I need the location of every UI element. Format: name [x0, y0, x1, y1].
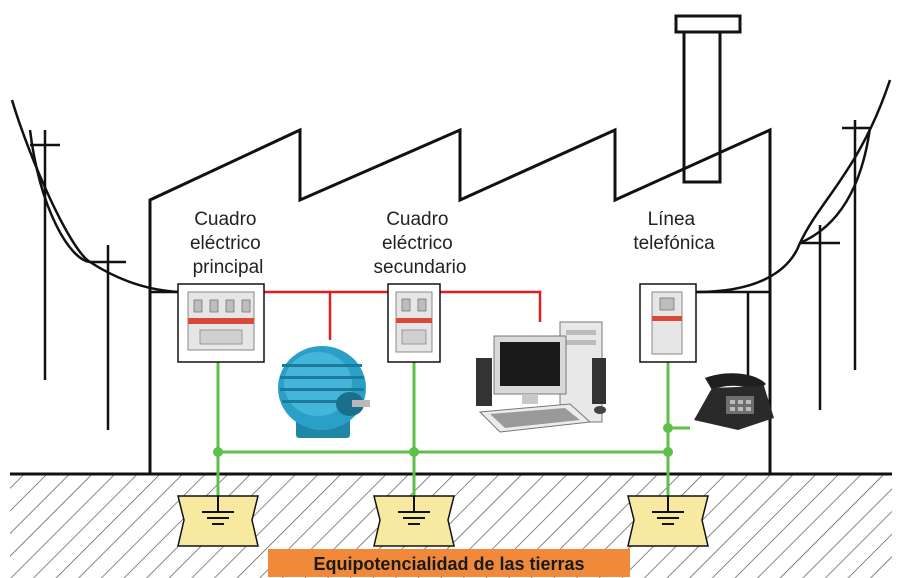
- breaker-main-icon: [177, 283, 265, 363]
- breaker-secondary-icon: [387, 283, 441, 363]
- computer-icon: [476, 321, 606, 433]
- telephone-icon: [694, 373, 774, 430]
- earth-bonding: [216, 362, 690, 498]
- secondary-panel-label: Cuadro eléctrico secundario: [374, 209, 467, 278]
- surge-protector-icon: [639, 283, 697, 363]
- chimney: [674, 14, 742, 184]
- caption-text: Equipotencialidad de las tierras: [313, 554, 584, 574]
- phone-line-label: Línea telefónica: [633, 209, 715, 254]
- caption-box: Equipotencialidad de las tierras: [268, 549, 630, 577]
- factory-building: [148, 127, 772, 474]
- motor-icon: [278, 346, 370, 438]
- main-panel-label: Cuadro eléctrico principal: [190, 209, 266, 278]
- power-wiring: [264, 290, 542, 340]
- earth-electrode-icon: [177, 495, 709, 547]
- utility-pole-left: [10, 99, 181, 430]
- utility-pole-right: [695, 79, 892, 410]
- earth-nodes: [213, 423, 673, 457]
